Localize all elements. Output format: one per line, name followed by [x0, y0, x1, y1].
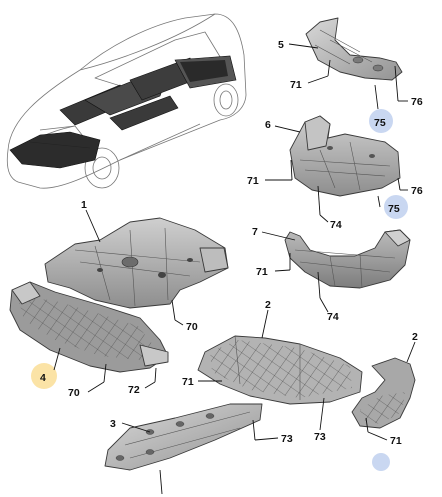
callout-76-a: 76 — [411, 96, 423, 108]
part-1-shield — [44, 217, 229, 309]
part-2-shield-center — [197, 335, 363, 405]
callout-75-a: 75 — [374, 117, 386, 129]
callout-6: 6 — [265, 119, 271, 131]
highlight-circle-bottom — [372, 453, 390, 471]
callout-70-b: 70 — [68, 387, 80, 399]
callout-71-e: 71 — [390, 435, 402, 447]
callout-73-a: 73 — [314, 431, 326, 443]
callout-3: 3 — [110, 418, 116, 430]
part-3-plate — [104, 403, 263, 471]
callout-76-b: 76 — [411, 185, 423, 197]
part-5-shield — [305, 17, 403, 81]
callout-71-b: 71 — [247, 175, 259, 187]
highlight-circle-4 — [31, 363, 57, 389]
part-7-shield — [284, 229, 411, 289]
callout-71-a: 71 — [290, 79, 302, 91]
highlight-circle-75a — [369, 109, 393, 133]
callout-5: 5 — [278, 39, 284, 51]
callout-4: 4 — [40, 372, 46, 384]
callout-71-d: 71 — [182, 376, 194, 388]
leader-lines — [53, 43, 416, 495]
part-6-shield — [289, 115, 401, 197]
car-illustration — [6, 13, 247, 189]
part-2-shield-right — [351, 357, 416, 429]
callout-70-a: 70 — [186, 321, 198, 333]
callout-71-c: 71 — [256, 266, 268, 278]
highlight-circle-75b — [384, 195, 408, 219]
callout-75-b: 75 — [388, 203, 400, 215]
callout-1: 1 — [81, 199, 87, 211]
callout-73-b: 73 — [281, 433, 293, 445]
callout-labels: 5 71 75 76 6 71 74 75 76 7 71 74 1 70 4 … — [40, 39, 423, 447]
part-4-shield — [9, 281, 169, 373]
callout-74-b: 74 — [327, 311, 339, 323]
callout-2-a: 2 — [265, 299, 271, 311]
callout-2-b: 2 — [412, 331, 418, 343]
callout-72: 72 — [128, 384, 140, 396]
callout-7: 7 — [252, 226, 258, 238]
callout-74-a: 74 — [330, 219, 342, 231]
